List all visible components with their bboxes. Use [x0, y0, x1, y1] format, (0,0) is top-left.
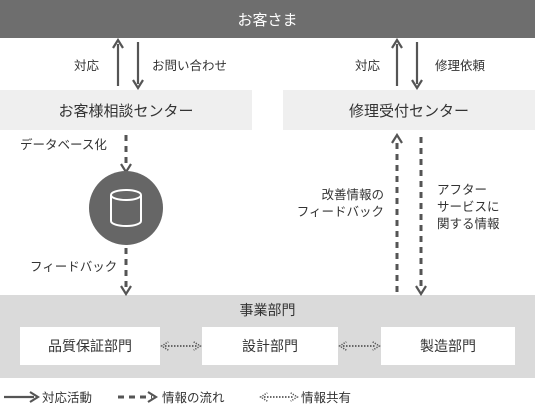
department-design: 設計部門	[202, 327, 338, 365]
repair-center-label: 修理受付センター	[348, 101, 469, 120]
department-label: 製造部門	[420, 339, 476, 355]
feedback-label: フィードバック	[30, 259, 118, 274]
repair-center-box: 修理受付センター	[283, 90, 535, 130]
legend-info-flow: 情報の流れ	[162, 390, 225, 405]
legend-info-sharing: 情報共有	[301, 390, 352, 405]
improvement-feedback-label: 改善情報の フィードバック	[296, 187, 384, 219]
response-label-left: 対応	[74, 58, 100, 73]
aftersales-info-label: アフター サービスに 関する情報	[437, 182, 500, 231]
customer-title: お客さま	[237, 10, 298, 29]
department-quality-assurance: 品質保証部門	[20, 327, 160, 365]
department-label: 設計部門	[242, 339, 298, 355]
department-manufacturing: 製造部門	[381, 327, 515, 365]
consultation-center-box: お客様相談センター	[0, 90, 252, 130]
inquiry-label: お問い合わせ	[152, 58, 228, 73]
consultation-center-label: お客様相談センター	[58, 101, 194, 120]
database-label: データベース化	[20, 137, 107, 152]
department-panel-title: 事業部門	[239, 303, 296, 319]
legend-response-activity: 対応活動	[42, 390, 93, 405]
response-label-right: 対応	[355, 58, 381, 73]
database-icon	[89, 171, 163, 245]
customer-bar: お客さま	[0, 0, 535, 38]
repair-request-label: 修理依頼	[435, 58, 486, 73]
department-label: 品質保証部門	[48, 339, 132, 355]
